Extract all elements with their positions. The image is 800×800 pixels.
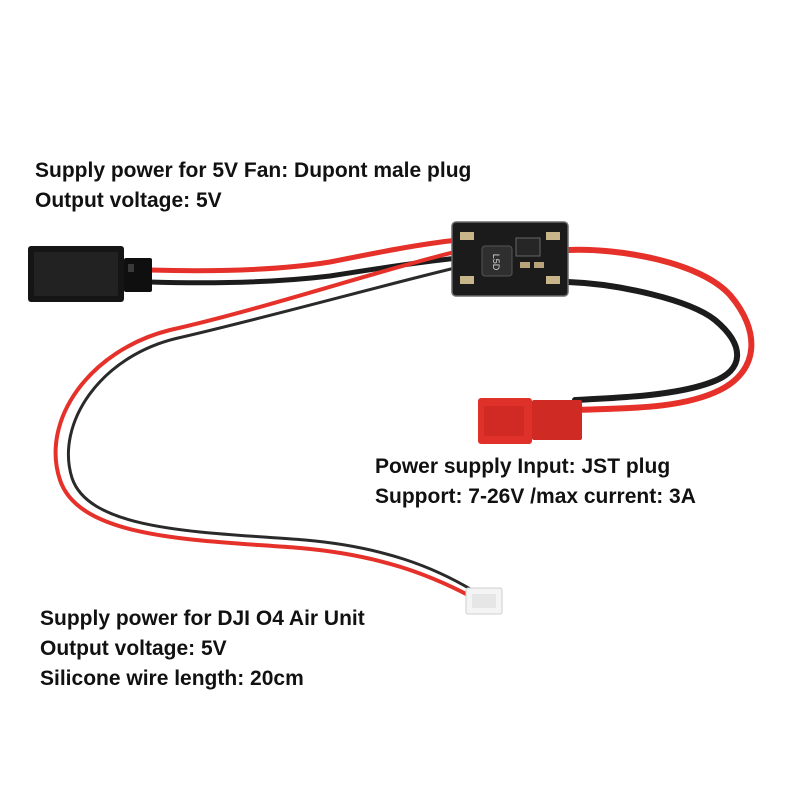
dupont-plug — [28, 246, 152, 302]
fan-output-label: Supply power for 5V Fan: Dupont male plu… — [35, 156, 471, 216]
fan-wire-red — [147, 237, 461, 274]
power-input-title: Power supply Input: JST plug — [375, 455, 671, 478]
jst-plug — [478, 398, 582, 444]
power-input-label: Power supply Input: JST plug Support: 7-… — [375, 452, 696, 512]
power-input-spec: Support: 7-26V /max current: 3A — [375, 485, 696, 508]
input-wire-red — [565, 246, 755, 413]
dji-output-voltage: Output voltage: 5V — [40, 637, 227, 660]
board-marking: L5D — [491, 254, 501, 271]
dji-output-label: Supply power for DJI O4 Air Unit Output … — [40, 604, 365, 694]
dji-wire-pair — [53, 250, 474, 598]
dji-wire-red — [53, 250, 472, 598]
fan-output-voltage: Output voltage: 5V — [35, 189, 222, 212]
voltage-regulator-board: L5D — [451, 221, 569, 297]
dji-wire-black — [66, 266, 474, 592]
input-wire-black — [565, 279, 741, 403]
input-wire-pair — [565, 246, 755, 413]
fan-output-title: Supply power for 5V Fan: Dupont male plu… — [35, 159, 472, 182]
dji-wire-length: Silicone wire length: 20cm — [40, 667, 304, 690]
dji-connector — [465, 587, 503, 615]
dji-output-title: Supply power for DJI O4 Air Unit — [40, 607, 365, 630]
